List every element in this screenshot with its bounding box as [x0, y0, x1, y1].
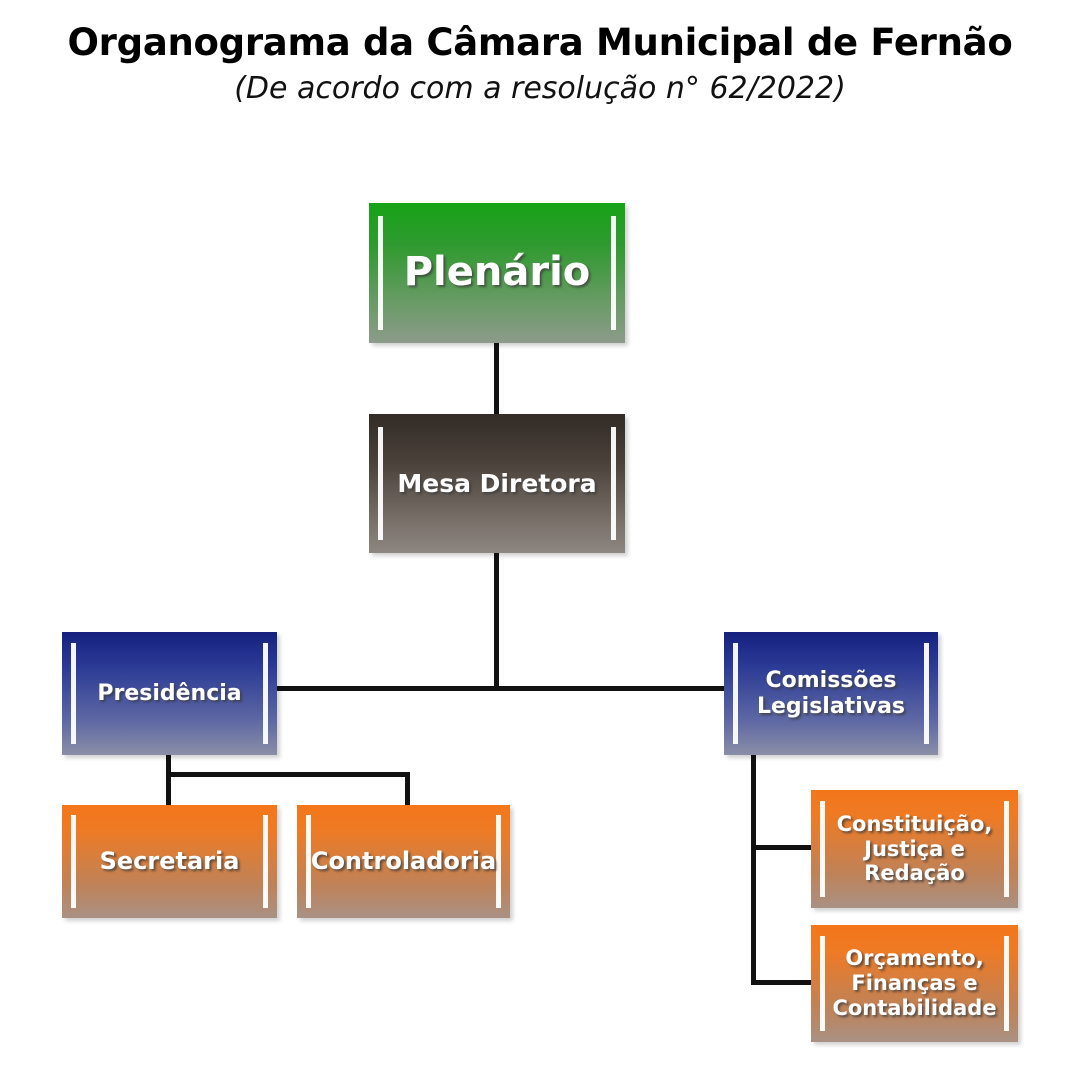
- accent-bar-left: [378, 426, 383, 541]
- node-label-secretaria: Secretaria: [99, 847, 240, 876]
- connector-mesa-trunk: [494, 552, 499, 691]
- node-label-plenario: Plenário: [403, 249, 591, 296]
- connector-comissoes-cjr: [751, 845, 813, 850]
- title-block: Organograma da Câmara Municipal de Fernã…: [0, 21, 1080, 107]
- accent-bar-right: [611, 215, 616, 331]
- connector-comissoes-ofc: [751, 980, 813, 985]
- accent-bar-right: [924, 643, 929, 744]
- accent-bar-left: [71, 643, 76, 744]
- accent-bar-right: [263, 643, 268, 744]
- accent-bar-left: [306, 815, 311, 908]
- connector-comissoes-spine: [751, 755, 756, 985]
- accent-bar-left: [820, 935, 825, 1032]
- node-plenario[interactable]: Plenário: [369, 203, 625, 343]
- node-label-constituicao-justica-redacao: Constituição, Justiça e Redação: [836, 811, 993, 886]
- node-controladoria[interactable]: Controladoria: [297, 805, 510, 918]
- accent-bar-left: [71, 815, 76, 908]
- accent-bar-right: [611, 426, 616, 541]
- node-label-comissoes-legislativas: Comissões Legislativas: [756, 667, 906, 719]
- connector-presidencia-drop: [166, 755, 171, 807]
- page-title: Organograma da Câmara Municipal de Fernã…: [67, 21, 1013, 64]
- node-label-mesa-diretora: Mesa Diretora: [397, 468, 597, 498]
- accent-bar-right: [496, 815, 501, 908]
- connector-plenario-mesa: [494, 343, 499, 415]
- accent-bar-right: [263, 815, 268, 908]
- node-label-orcamento-financas-contabilidade: Orçamento, Finanças e Contabilidade: [832, 946, 997, 1020]
- connector-presidencia-bus: [166, 772, 410, 777]
- node-presidencia[interactable]: Presidência: [62, 632, 277, 755]
- node-secretaria[interactable]: Secretaria: [62, 805, 277, 918]
- accent-bar-left: [733, 643, 738, 744]
- node-constituicao-justica-redacao[interactable]: Constituição, Justiça e Redação: [811, 790, 1018, 908]
- node-label-controladoria: Controladoria: [310, 847, 497, 876]
- page-subtitle: (De acordo com a resolução n° 62/2022): [234, 70, 846, 106]
- node-orcamento-financas-contabilidade[interactable]: Orçamento, Finanças e Contabilidade: [811, 925, 1018, 1042]
- node-mesa-diretora[interactable]: Mesa Diretora: [369, 414, 625, 553]
- connector-controladoria-drop: [405, 772, 410, 807]
- accent-bar-right: [1004, 800, 1009, 898]
- accent-bar-right: [1004, 935, 1009, 1032]
- accent-bar-left: [378, 215, 383, 331]
- connector-level2-bus: [277, 686, 727, 691]
- accent-bar-left: [820, 800, 825, 898]
- node-label-presidencia: Presidência: [97, 680, 242, 706]
- node-comissoes-legislativas[interactable]: Comissões Legislativas: [724, 632, 938, 755]
